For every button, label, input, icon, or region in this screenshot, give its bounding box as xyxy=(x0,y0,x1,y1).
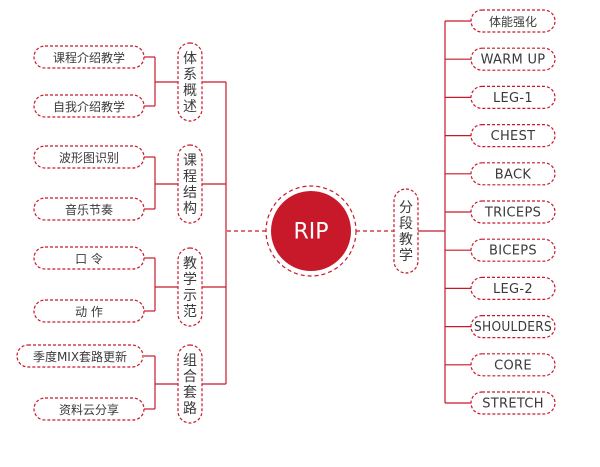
leaf-right-11-label: STRETCH xyxy=(482,397,544,412)
leaf-right-9: SHOULDERS xyxy=(470,315,556,339)
leaf-right-1-label: 体能强化 xyxy=(489,15,537,29)
leaf-right-7: BICEPS xyxy=(470,238,556,262)
branch-left-1-label: 体系概述 xyxy=(183,51,197,115)
leaf-left-2-2: 音乐节奏 xyxy=(33,197,145,221)
leaf-left-4-1-label: 季度MIX套路更新 xyxy=(33,349,127,364)
leaf-right-5-label: BACK xyxy=(495,167,532,182)
leaf-left-1-2-label: 自我介绍教学 xyxy=(53,99,125,114)
branch-node-left-3: 教学示范 xyxy=(177,247,203,327)
leaf-left-3-1-label: 口 令 xyxy=(75,251,103,266)
leaf-left-2-1-label: 波形图识别 xyxy=(59,151,119,165)
branch-node-right: 分段教学 xyxy=(393,188,419,274)
connector-lines xyxy=(144,20,471,410)
leaf-left-1-2: 自我介绍教学 xyxy=(33,94,145,118)
branch-left-3-label: 教学示范 xyxy=(183,256,197,320)
leaf-left-2-2-label: 音乐节奏 xyxy=(65,202,113,217)
leaf-right-8-label: LEG-2 xyxy=(493,282,533,297)
leaf-left-4-2: 资料云分享 xyxy=(33,397,145,421)
branch-right-label: 分段教学 xyxy=(399,200,413,264)
leaf-left-4-1: 季度MIX套路更新 xyxy=(16,344,144,368)
center-label: RIP xyxy=(293,220,328,245)
leaf-right-10-label: CORE xyxy=(494,358,532,373)
leaf-right-8: LEG-2 xyxy=(470,276,556,300)
branch-node-left-4: 组合套路 xyxy=(177,344,203,424)
branch-left-2-label: 课程结构 xyxy=(183,153,197,217)
branch-node-left-2: 课程结构 xyxy=(177,144,203,224)
leaf-right-6: TRICEPS xyxy=(470,200,556,224)
leaf-right-7-label: BICEPS xyxy=(489,244,537,259)
leaf-right-5: BACK xyxy=(470,162,556,186)
leaf-right-1: 体能强化 xyxy=(470,9,556,33)
leaf-right-10: CORE xyxy=(470,353,556,377)
leaf-right-11: STRETCH xyxy=(470,391,556,415)
branch-node-left-1: 体系概述 xyxy=(177,42,203,122)
leaf-left-1-1: 课程介绍教学 xyxy=(33,45,145,69)
leaf-right-3: LEG-1 xyxy=(470,85,556,110)
leaf-right-2: WARM UP xyxy=(470,47,556,71)
leaf-right-2-label: WARM UP xyxy=(481,53,546,68)
leaf-left-1-1-label: 课程介绍教学 xyxy=(53,50,125,65)
leaf-right-9-label: SHOULDERS xyxy=(474,320,552,335)
leaf-right-6-label: TRICEPS xyxy=(484,206,541,221)
leaf-right-3-label: LEG-1 xyxy=(493,91,533,106)
leaf-left-3-2-label: 动 作 xyxy=(75,305,103,319)
leaf-left-4-2-label: 资料云分享 xyxy=(59,402,119,417)
leaf-left-3-2: 动 作 xyxy=(33,299,145,323)
leaf-right-4-label: CHEST xyxy=(491,129,536,144)
leaf-right-4: CHEST xyxy=(470,123,556,148)
leaf-left-3-1: 口 令 xyxy=(33,246,145,270)
center-node: RIP xyxy=(265,185,357,277)
leaf-left-2-1: 波形图识别 xyxy=(33,145,145,169)
branch-left-4-label: 组合套路 xyxy=(183,353,197,417)
